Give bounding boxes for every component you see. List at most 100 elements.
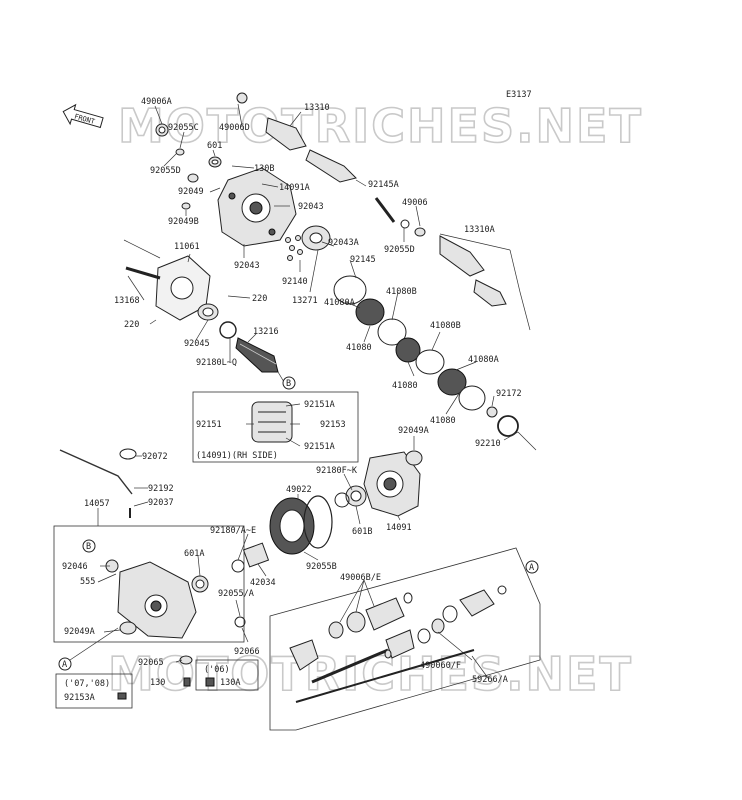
- rh-side-box: [192, 391, 359, 463]
- label-92180F-K: 92180F~K: [316, 466, 358, 476]
- bolt-92153A: [117, 692, 127, 700]
- label-92066: 92066: [234, 647, 260, 657]
- marker-b-bottom: B: [86, 542, 91, 552]
- label-92145: 92145: [350, 255, 376, 265]
- diagram-code: E3137: [506, 90, 532, 100]
- ring-gear-49022: [269, 495, 333, 555]
- label-130A: 130A: [220, 678, 240, 688]
- label-41080A: 41080A: [324, 298, 355, 308]
- marker-a-left-circle: [58, 657, 72, 671]
- leader-lines: [97, 103, 537, 679]
- label-92210: 92210: [475, 439, 501, 449]
- drive-axle-box: [269, 547, 541, 731]
- marker-b-bottom-circle: [82, 539, 96, 553]
- label-49006D: 49006D: [219, 123, 250, 133]
- year-box-07-08-label: ('07,'08): [64, 679, 110, 689]
- gasket-11061: [155, 255, 211, 321]
- marker-a-left: A: [62, 660, 67, 670]
- label-92145A: 92145A: [368, 180, 399, 190]
- label-13310: 13310: [304, 103, 330, 113]
- label-49006: 49006: [402, 198, 428, 208]
- label-92043-a: 92043: [298, 202, 324, 212]
- label-490060-F: 490060/F: [420, 661, 461, 671]
- label-41080B-b: 41080B: [430, 321, 461, 331]
- label-92072: 92072: [142, 452, 168, 462]
- watermark-top: MOTOTRICHES.NET: [118, 99, 643, 153]
- label-41080A-b: 41080A: [468, 355, 499, 365]
- label-92049B: 92049B: [168, 217, 199, 227]
- shim-92180: [219, 321, 237, 339]
- label-92049A: 92049A: [398, 426, 429, 436]
- label-92055D-b: 92055D: [384, 245, 415, 255]
- small-pins-92140: [285, 235, 303, 261]
- label-92055-A: 92055/A: [218, 589, 254, 599]
- label-14057: 14057: [84, 499, 110, 509]
- cover-92151: [251, 401, 293, 443]
- label-49006A: 49006A: [141, 97, 172, 107]
- label-49022: 49022: [286, 485, 312, 495]
- label-13216: 13216: [253, 327, 279, 337]
- label-14091: 14091: [386, 523, 412, 533]
- part-labels: 49006A 92055C 92055D 601 49006D 13310 13…: [62, 97, 522, 703]
- label-42034: 42034: [250, 578, 276, 588]
- marker-a-right-circle: [525, 560, 539, 574]
- small-rings-left: [175, 148, 222, 210]
- label-92180L-Q: 92180L~Q: [196, 358, 237, 368]
- marker-b-top: B: [286, 379, 291, 389]
- washer-92065: [179, 655, 193, 665]
- label-13168: 13168: [114, 296, 140, 306]
- bearing-42034: [242, 542, 270, 568]
- label-92065: 92065: [138, 658, 164, 668]
- label-92180-A-E: 92180/A~E: [210, 526, 256, 536]
- label-92151A-b: 92151A: [304, 442, 335, 452]
- label-220-b: 220: [124, 320, 139, 330]
- label-130: 130: [150, 678, 165, 688]
- lower-housing-box: [53, 525, 245, 643]
- gear-case-14091: [334, 450, 423, 517]
- label-92192: 92192: [148, 484, 174, 494]
- label-92172: 92172: [496, 389, 522, 399]
- label-601A: 601A: [184, 549, 204, 559]
- rh-side-caption: (14091)(RH SIDE): [196, 451, 278, 461]
- bolt-130: [183, 677, 191, 687]
- label-41080-a: 41080: [346, 343, 372, 353]
- label-13310A: 13310A: [464, 225, 495, 235]
- watermark-bottom: MOTOTRICHES.NET: [108, 647, 633, 701]
- bolt-130A: [205, 677, 215, 687]
- label-92049A-b: 92049A: [64, 627, 95, 637]
- label-92043-b: 92043: [234, 261, 260, 271]
- final-gear-case-front: [217, 167, 297, 247]
- label-92153A: 92153A: [64, 693, 95, 703]
- shim-92180-A-E: [231, 559, 245, 573]
- label-92045: 92045: [184, 339, 210, 349]
- label-92049: 92049: [178, 187, 204, 197]
- pinion-13216: [235, 337, 279, 373]
- yoke-13310A: [400, 219, 507, 307]
- marker-b-top-circle: [282, 376, 296, 390]
- label-92151A-a: 92151A: [304, 400, 335, 410]
- label-92043A: 92043A: [328, 238, 359, 248]
- year-box-06: [195, 659, 259, 691]
- stud-13168: [125, 266, 161, 280]
- year-box-07-08: [55, 673, 133, 709]
- marker-a-right: A: [529, 563, 534, 573]
- label-92140: 92140: [282, 277, 308, 287]
- label-92151: 92151: [196, 420, 222, 430]
- label-11061: 11061: [174, 242, 200, 252]
- label-601B: 601B: [352, 527, 372, 537]
- label-13271: 13271: [292, 296, 318, 306]
- label-92037: 92037: [148, 498, 174, 508]
- gear-case-14057: [105, 559, 246, 639]
- label-92055D: 92055D: [150, 166, 181, 176]
- label-59266-A: 59266/A: [472, 675, 508, 685]
- yoke-13310: [236, 92, 396, 223]
- label-49006B-E: 49006B/E: [340, 573, 381, 583]
- breather-hose-92072: [59, 448, 137, 518]
- label-220-a: 220: [252, 294, 267, 304]
- label-555: 555: [80, 577, 95, 587]
- front-arrow-icon: FRONT: [62, 103, 104, 129]
- label-92055C: 92055C: [168, 123, 199, 133]
- year-box-06-label: ('06): [204, 665, 230, 675]
